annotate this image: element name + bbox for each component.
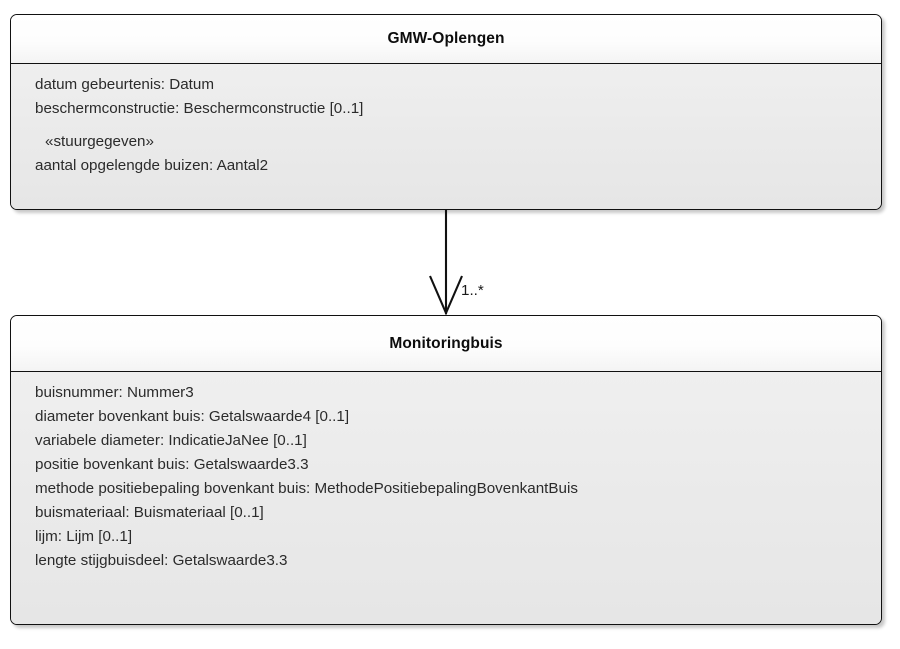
class-attribute: aantal opgelengde buizen: Aantal2 xyxy=(35,157,269,174)
multiplicity-label-target: 1..* xyxy=(461,282,484,299)
class-attribute: methode positiebepaling bovenkant buis: … xyxy=(35,480,578,497)
class-attribute-stereotype: «stuurgegeven» xyxy=(45,133,154,150)
class-attribute: buismateriaal: Buismateriaal [0..1] xyxy=(35,504,264,521)
class-header-gmw-oplengen: GMW-Oplengen xyxy=(11,15,881,64)
class-attribute: lijm: Lijm [0..1] xyxy=(35,528,133,545)
class-attribute: lengte stijgbuisdeel: Getalswaarde3.3 xyxy=(35,552,288,569)
association-arrowhead-icon xyxy=(429,275,463,316)
class-box-monitoringbuis[interactable]: Monitoringbuis buisnummer: Nummer3 diame… xyxy=(10,315,882,625)
class-box-gmw-oplengen[interactable]: GMW-Oplengen datum gebeurtenis: Datum be… xyxy=(10,14,882,210)
class-title-monitoringbuis: Monitoringbuis xyxy=(389,334,503,352)
class-title-gmw-oplengen: GMW-Oplengen xyxy=(387,30,505,48)
class-attributes-monitoringbuis: buisnummer: Nummer3 diameter bovenkant b… xyxy=(11,372,881,624)
class-attribute: beschermconstructie: Beschermconstructie… xyxy=(35,100,364,117)
class-attribute: diameter bovenkant buis: Getalswaarde4 [… xyxy=(35,408,350,425)
class-header-monitoringbuis: Monitoringbuis xyxy=(11,316,881,372)
class-attribute: buisnummer: Nummer3 xyxy=(35,384,194,401)
class-attributes-gmw-oplengen: datum gebeurtenis: Datum beschermconstru… xyxy=(11,64,881,209)
class-attribute: variabele diameter: IndicatieJaNee [0..1… xyxy=(35,432,307,449)
class-attribute: datum gebeurtenis: Datum xyxy=(35,76,214,93)
class-attribute: positie bovenkant buis: Getalswaarde3.3 xyxy=(35,456,309,473)
